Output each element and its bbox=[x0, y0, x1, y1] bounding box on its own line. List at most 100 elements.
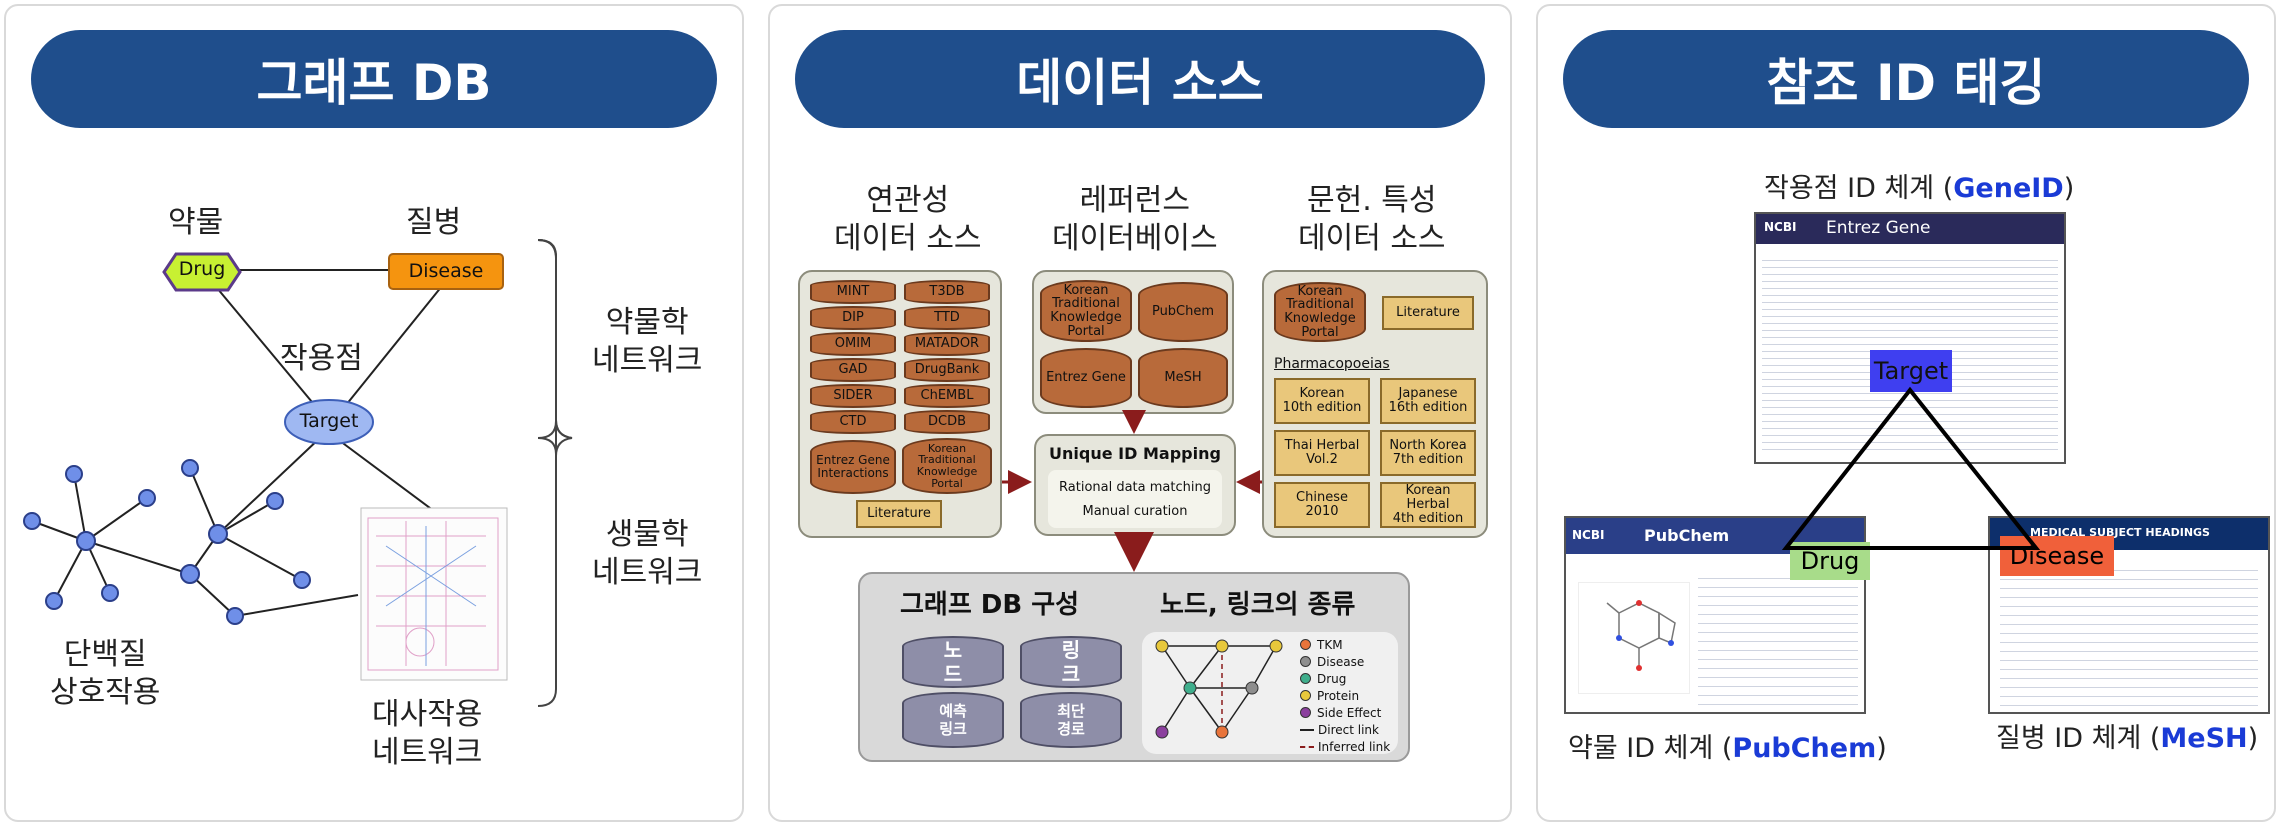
ref-pubchem: PubChem bbox=[1138, 282, 1228, 342]
legend-dot-icon bbox=[1300, 707, 1311, 718]
panel-title: 참조 ID 태깅 bbox=[1563, 30, 2249, 128]
legend-label: Side Effect bbox=[1317, 705, 1382, 720]
legend-dot-icon bbox=[1300, 656, 1311, 667]
pharmacopoeia-item: Korean Herbal 4th edition bbox=[1380, 482, 1476, 528]
literature-source-box: Korean Traditional Knowledge Portal Lite… bbox=[1262, 270, 1488, 538]
mapping-item-manual: Manual curation bbox=[1082, 504, 1188, 519]
ref-ktkp: Korean Traditional Knowledge Portal bbox=[1040, 280, 1132, 342]
lit-literature: Literature bbox=[1382, 296, 1474, 330]
db-ktkp: Korean Traditional Knowledge Portal bbox=[902, 438, 992, 494]
legend-label: TKM bbox=[1317, 637, 1343, 652]
direct-link-line-icon bbox=[1300, 728, 1314, 731]
pharmacopoeia-item: Thai Herbal Vol.2 bbox=[1274, 430, 1370, 476]
disease-node-label: 질병 bbox=[406, 205, 462, 240]
target-node-label: 작용점 bbox=[280, 341, 363, 376]
cyl-node: 노 드 bbox=[902, 636, 1004, 688]
pubchem-caption: 약물 ID 체계 (PubChem) bbox=[1568, 733, 1887, 764]
legend-label: Drug bbox=[1317, 671, 1347, 686]
ncbi-logo: NCBI bbox=[1764, 220, 1797, 234]
types-title: 노드, 링크의 종류 bbox=[1160, 590, 1356, 620]
node-link-type-graph bbox=[1155, 639, 1283, 739]
legend-line-item: Direct link bbox=[1300, 721, 1410, 738]
pubchem-ncbi-logo: NCBI bbox=[1572, 528, 1605, 542]
unique-id-mapping-box: Unique ID Mapping Rational data matching… bbox=[1034, 434, 1236, 536]
mapping-title: Unique ID Mapping bbox=[1049, 444, 1221, 463]
entrez-header: Entrez Gene bbox=[1826, 218, 1931, 238]
node-link-types-panel bbox=[1142, 632, 1398, 754]
panel-id-tagging: 참조 ID 태깅 작용점 ID 체계 (GeneID) NCBI Entrez … bbox=[1536, 4, 2276, 822]
assoc-literature: Literature bbox=[856, 500, 942, 528]
graph-network-diagram bbox=[23, 239, 573, 707]
legend-line-item: Inferred link bbox=[1300, 738, 1410, 755]
assoc-db-item: MINT bbox=[810, 280, 896, 304]
legend-label: Inferred link bbox=[1318, 739, 1391, 754]
disease-node-shape bbox=[388, 253, 504, 290]
panel-data-source: 데이터 소스 연관성 데이터 소스 레퍼런스 데이터베이스 문헌. 특성 데이터… bbox=[768, 4, 1512, 822]
legend-item: Side Effect bbox=[1300, 704, 1410, 721]
legend-item: Drug bbox=[1300, 670, 1410, 687]
biology-network-label: 생물학 네트워크 bbox=[592, 517, 703, 590]
composition-title: 그래프 DB 구성 bbox=[900, 590, 1080, 620]
drug-node-text: Drug bbox=[178, 258, 226, 280]
pharmacopoeia-item: Korean 10th edition bbox=[1274, 378, 1370, 424]
pharmacopoeia-item: North Korea 7th edition bbox=[1380, 430, 1476, 476]
panel-title: 데이터 소스 bbox=[795, 30, 1485, 128]
reference-db-label: 레퍼런스 데이터베이스 bbox=[1052, 183, 1218, 256]
tagging-triangle bbox=[1781, 386, 2041, 550]
assoc-db-item: SIDER bbox=[810, 384, 896, 408]
legend-dot-icon bbox=[1300, 673, 1311, 684]
pharmacology-network-label: 약물학 네트워크 bbox=[592, 305, 703, 378]
reference-db-box: Korean Traditional Knowledge Portal PubC… bbox=[1032, 270, 1234, 414]
assoc-db-item: ChEMBL bbox=[904, 384, 990, 408]
target-node-shape bbox=[284, 399, 374, 445]
legend-item: Disease bbox=[1300, 653, 1410, 670]
legend-label: Direct link bbox=[1318, 722, 1379, 737]
cyl-link: 링 크 bbox=[1020, 636, 1122, 688]
assoc-db-item: OMIM bbox=[810, 332, 896, 356]
assoc-db-item: CTD bbox=[810, 410, 896, 434]
mapping-item-rational: Rational data matching bbox=[1059, 480, 1211, 495]
assoc-db-item: T3DB bbox=[904, 280, 990, 304]
panel-graph-db: 그래프 DB bbox=[4, 4, 744, 822]
ppi-label: 단백질 상호작용 bbox=[50, 637, 161, 710]
drug-node-shape bbox=[162, 252, 242, 292]
geneid-caption: 작용점 ID 체계 (GeneID) bbox=[1764, 173, 2075, 204]
target-node-text: Target bbox=[299, 410, 359, 432]
assoc-db-item: MATADOR bbox=[904, 332, 990, 356]
panel-title: 그래프 DB bbox=[31, 30, 717, 128]
target-tag: Target bbox=[1870, 350, 1952, 392]
cyl-shortest-path: 최단 경로 bbox=[1020, 692, 1122, 748]
molecule-image bbox=[1578, 582, 1690, 694]
lit-ktkp: Korean Traditional Knowledge Portal bbox=[1274, 282, 1366, 342]
literature-source-label: 문헌. 특성 데이터 소스 bbox=[1298, 183, 1446, 256]
data-flow-arrows bbox=[1002, 410, 1262, 572]
mesh-screenshot: MEDICAL SUBJECT HEADINGS bbox=[1988, 516, 2270, 714]
inferred-link-line-icon bbox=[1300, 745, 1314, 748]
metabolic-label: 대사작용 네트워크 bbox=[372, 697, 483, 770]
legend-dot-icon bbox=[1300, 690, 1311, 701]
entrez-gene-screenshot: NCBI Entrez Gene bbox=[1754, 212, 2066, 464]
assoc-db-item: DrugBank bbox=[904, 358, 990, 382]
legend-item: TKM bbox=[1300, 636, 1410, 653]
assoc-db-item: DCDB bbox=[904, 410, 990, 434]
pharmacopoeia-item: Chinese 2010 bbox=[1274, 482, 1370, 528]
db-entrez-interactions: Entrez Gene Interactions bbox=[810, 440, 896, 494]
drug-node-label: 약물 bbox=[168, 205, 224, 240]
disease-tag: Disease bbox=[2000, 536, 2114, 576]
legend-item: Protein bbox=[1300, 687, 1410, 704]
assoc-db-item: DIP bbox=[810, 306, 896, 330]
assoc-db-item: GAD bbox=[810, 358, 896, 382]
mesh-caption: 질병 ID 체계 (MeSH) bbox=[1996, 723, 2259, 754]
pharmacopoeia-item: Japanese 16th edition bbox=[1380, 378, 1476, 424]
mesh-header: MEDICAL SUBJECT HEADINGS bbox=[2030, 526, 2210, 539]
graph-composition-box: 그래프 DB 구성 노드, 링크의 종류 노 드 링 크 예측 링크 최단 경로… bbox=[858, 572, 1410, 762]
ref-entrez-gene: Entrez Gene bbox=[1040, 348, 1132, 408]
assoc-source-label: 연관성 데이터 소스 bbox=[834, 183, 982, 256]
disease-node-text: Disease bbox=[408, 260, 484, 282]
legend-dot-icon bbox=[1300, 639, 1311, 650]
ref-mesh: MeSH bbox=[1138, 348, 1228, 408]
ppi-nodes bbox=[23, 459, 311, 625]
cyl-predicted-link: 예측 링크 bbox=[902, 692, 1004, 748]
